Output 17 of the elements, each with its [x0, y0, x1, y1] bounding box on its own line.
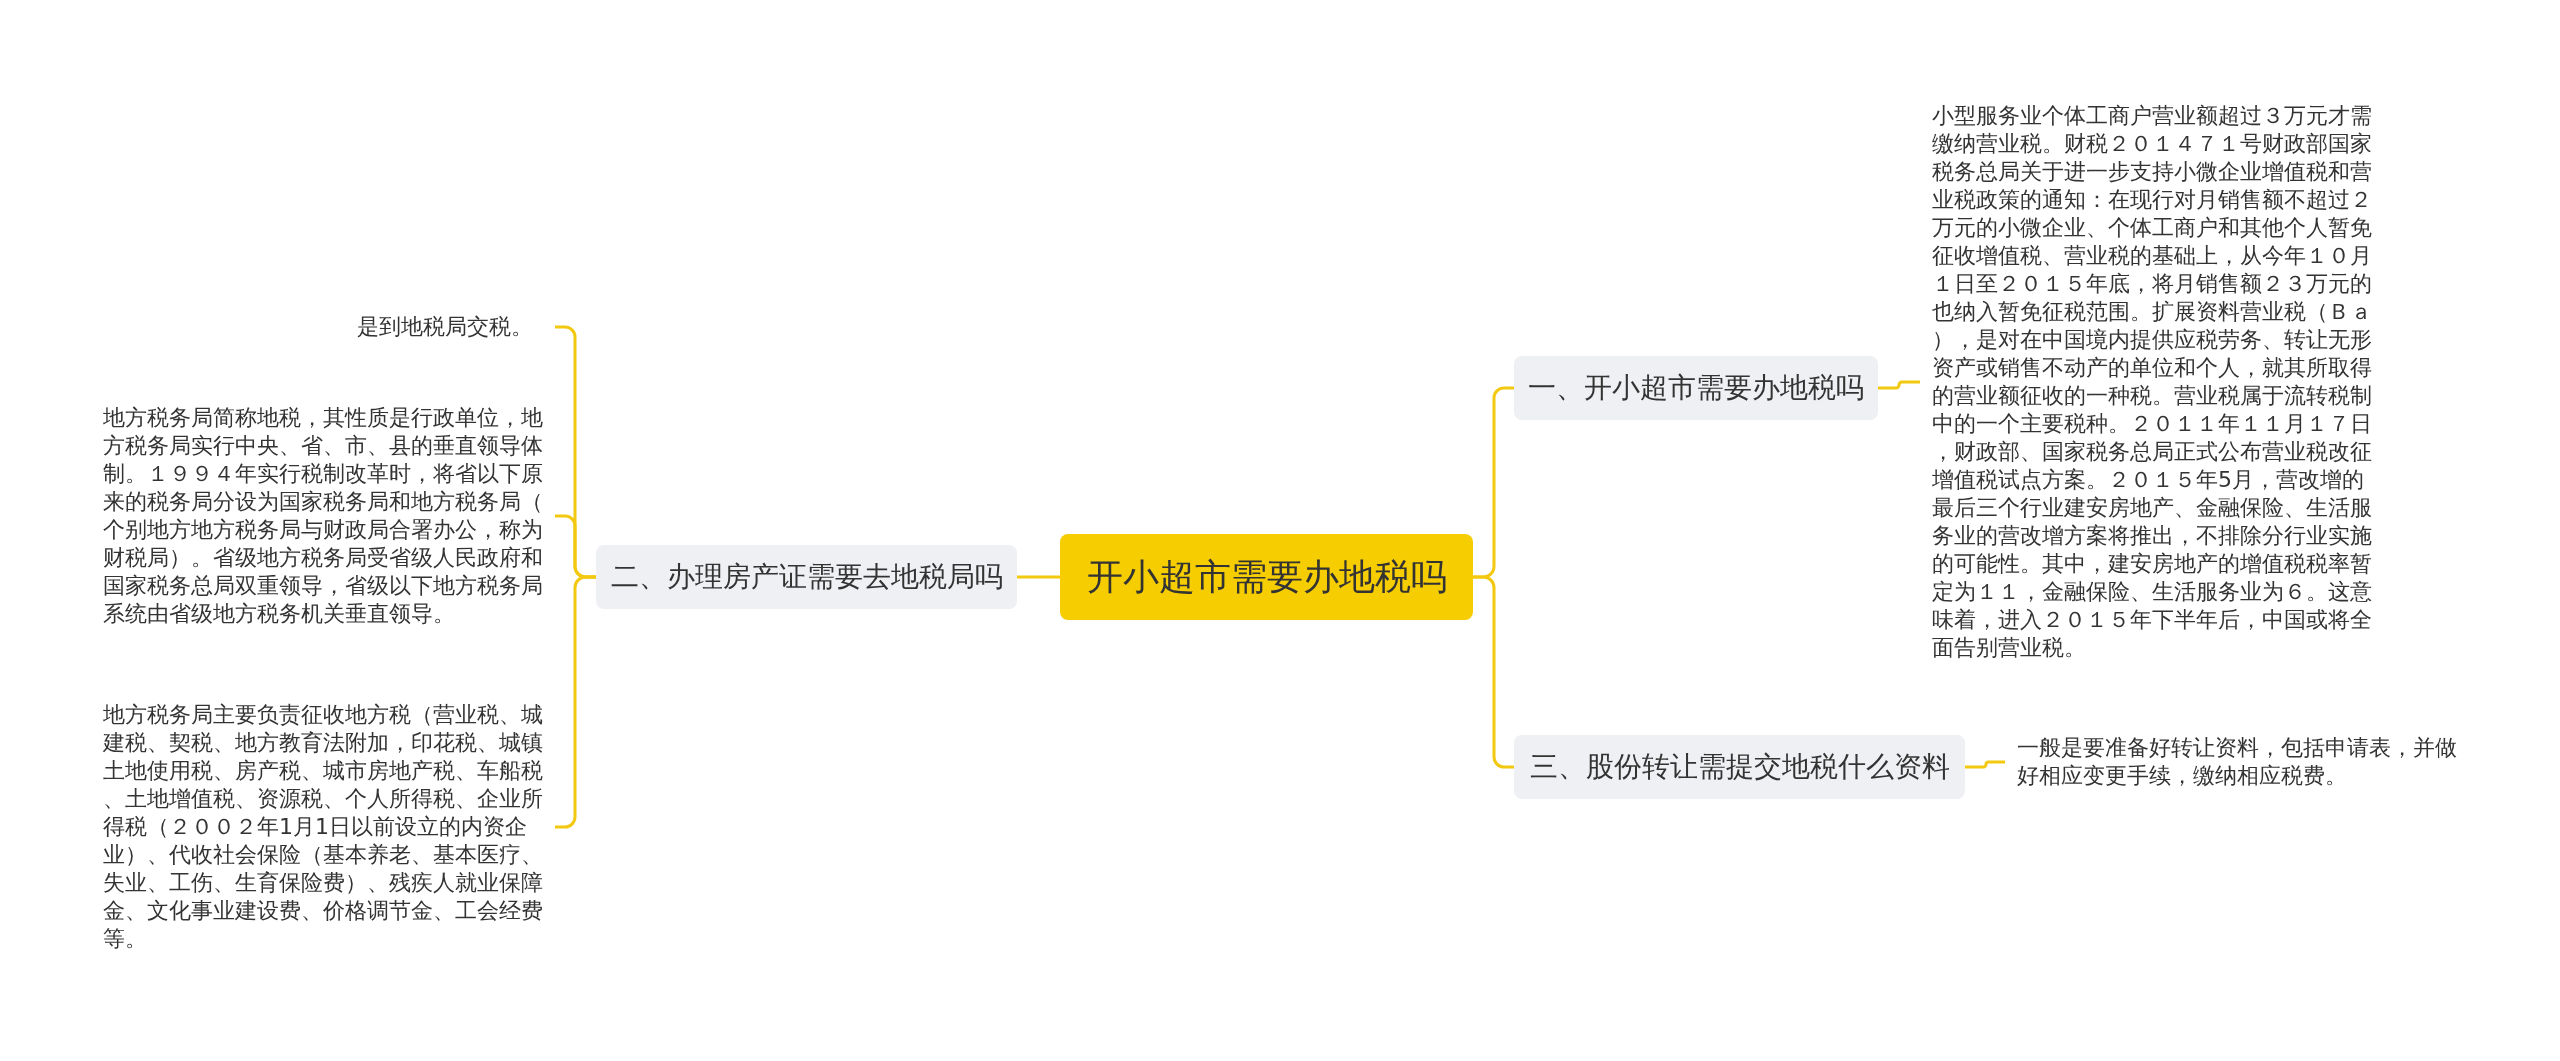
central-topic: [1060, 534, 1473, 620]
topic-title: 开小超市需要办地税吗: [1086, 554, 1447, 599]
topic-box: [596, 545, 1017, 609]
topic-label: 三、股份转让需提交地税什么资料: [1529, 749, 1950, 785]
note-text: 地方税务局主要负责征收地方税（营业税、城建税、契税、地方教育法附加，印花税、城镇土地使用税、房产税、城市房地产税、车船税、土地增值税、资源税、个人所得税、企业所得税（２００２年1月1日以前设立的内资企业）、代收社会保险（基本养老、基本医疗、失业、工伤、生育保险费）、残疾人就业保障金、文化事业建设费、价格调节金、工会经费等。: [103, 701, 555, 953]
topic-label: 二、办理房产证需要去地税局吗: [610, 559, 1003, 595]
connector: [1017, 575, 1060, 579]
topic-box: [1514, 356, 1878, 420]
note-text: 小型服务业个体工商户营业额超过３万元才需缴纳营业税。财税２０１４７１号财政部国家税务总局关于进一步支持小微企业增值税和营业税政策的通知：在现行对月销售额不超过２万元的小微企业、个体工商户和其他个人暂免征收增值税、营业税的基础上，从今年１０月１日至２０１５年底，将月销售额２３万元的也纳入暂免征税范围。扩展资料营业税（Ｂａ），是对在中国境内提供应税劳务、转让无形资产或销售不动产的单位和个人，就其所取得的营业额征收的一种税。营业税属于流转税制中的一个主要税种。２０１１年１１月１７日，财政部、国家税务总局正式公布营业税改征增值税试点方案。２０１５年5月，营改增的最后三个行业建安房地产、金融保险、生活服务业的营改增方案将推出，不排除分行业实施的可能性。其中，建安房地产的增值税税率暂定为１１，金融保险、生活服务业为６。这意味着，进入２０１５年下半年后，中国或将全面告别营业税。: [1920, 102, 2384, 662]
connector: [1473, 575, 1514, 769]
connector: [1878, 380, 1920, 390]
connector: [1965, 760, 2005, 769]
topic-box: [1514, 735, 1965, 799]
topic-label: 一、开小超市需要办地税吗: [1528, 370, 1864, 406]
note-text: 地方税务局简称地税，其性质是行政单位，地方税务局实行中央、省、市、县的垂直领导体制。１９９４年实行税制改革时，将省以下原来的税务局分设为国家税务局和地方税务局（个别地方地方税务局与财政局合署办公，称为财税局）。省级地方税务局受省级人民政府和国家税务总局双重领导，省级以下地方税务局系统由省级地方税务机关垂直领导。: [103, 404, 555, 628]
note-text: 一般是要准备好转让资料，包括申请表，并做好相应变更手续，缴纳相应税费。: [2005, 734, 2470, 790]
note-text: 是到地税局交税。: [357, 313, 555, 341]
